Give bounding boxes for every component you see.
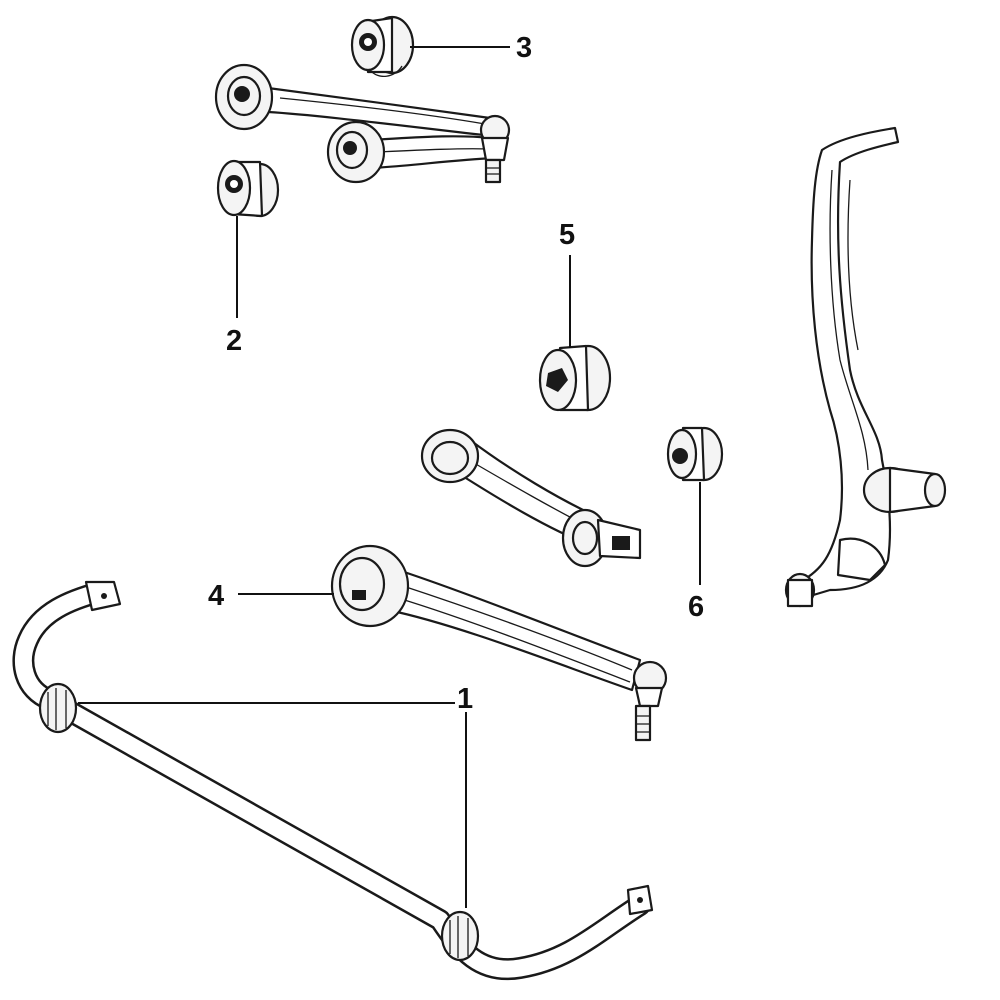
- steering-knuckle: [784, 126, 947, 608]
- upper-control-arm: [214, 63, 511, 184]
- callout-2: 2: [226, 325, 242, 357]
- callout-4: 4: [208, 580, 224, 612]
- stabilizer-bar: [12, 580, 654, 981]
- callout-5: 5: [559, 219, 575, 251]
- bushing-part-5: [538, 344, 612, 412]
- callout-6: 6: [688, 591, 704, 623]
- stabilizer-bushing-right: [440, 910, 480, 962]
- callout-3: 3: [516, 32, 532, 64]
- bushing-part-6: [666, 426, 724, 482]
- callout-1: 1: [457, 683, 473, 715]
- stabilizer-bushing-left: [38, 682, 78, 734]
- lower-control-arm: [330, 544, 668, 742]
- bushing-part-2: [216, 159, 280, 218]
- bushing-part-3: [350, 15, 415, 77]
- strut-link: [420, 428, 642, 568]
